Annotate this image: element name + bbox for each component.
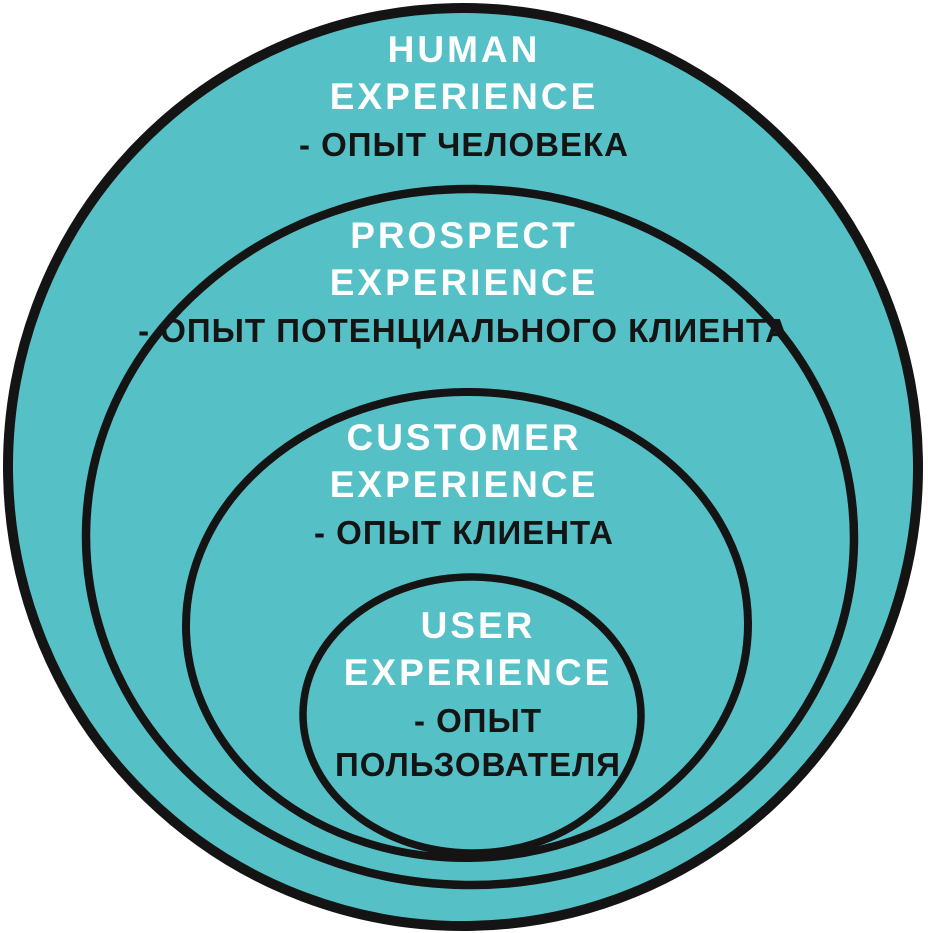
prospect-experience-title-line2: EXPERIENCE (329, 262, 599, 303)
prospect-experience-title-line1: PROSPECT (350, 215, 578, 256)
human-experience-title-line1: HUMAN (387, 29, 541, 70)
customer-experience-title-line1: CUSTOMER (346, 417, 582, 458)
user-experience-title-line2: EXPERIENCE (343, 652, 613, 693)
customer-experience-subtitle: - ОПЫТ КЛИЕНТА (314, 514, 614, 551)
user-experience-title-line1: USER (420, 605, 536, 646)
user-experience-subtitle: - ОПЫТ ПОЛЬЗОВАТЕЛЯ (335, 702, 621, 783)
customer-experience-title-line2: EXPERIENCE (329, 464, 599, 505)
label-user-experience: USER EXPERIENCE - ОПЫТ ПОЛЬЗОВАТЕЛЯ (282, 602, 674, 787)
circle-user-experience (299, 573, 645, 857)
human-experience-title-line2: EXPERIENCE (329, 76, 599, 117)
prospect-experience-subtitle: - ОПЫТ ПОТЕНЦИАЛЬНОГО КЛИЕНТА (138, 312, 790, 349)
circle-customer-experience (182, 387, 752, 863)
circle-prospect-experience (81, 184, 859, 890)
human-experience-subtitle: - ОПЫТ ЧЕЛОВЕКА (298, 126, 629, 163)
label-human-experience: HUMAN EXPERIENCE - ОПЫТ ЧЕЛОВЕКА (0, 26, 928, 167)
label-customer-experience: CUSTOMER EXPERIENCE - ОПЫТ КЛИЕНТА (0, 414, 928, 555)
label-prospect-experience: PROSPECT EXPERIENCE - ОПЫТ ПОТЕНЦИАЛЬНОГ… (0, 212, 928, 353)
